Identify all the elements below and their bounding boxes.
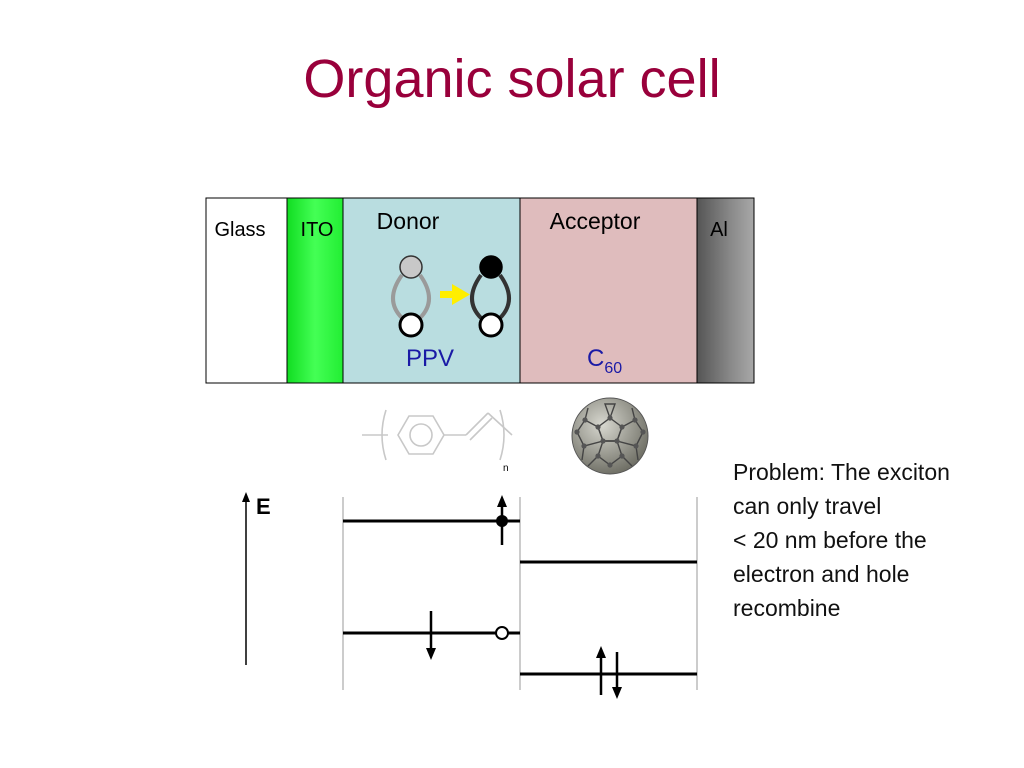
problem-line: < 20 nm before the [733, 527, 927, 553]
c60-label: C60 [587, 345, 622, 377]
acceptor-label: Acceptor [550, 208, 641, 234]
electron-down-spin-icon [426, 611, 436, 660]
ito-layer [286, 197, 344, 384]
energy-axis-label: E [256, 494, 271, 519]
slide-title: Organic solar cell [303, 49, 721, 109]
exciton-faded-icon [391, 255, 431, 338]
exciton-icon [470, 255, 511, 338]
c60-label-base: C [587, 345, 604, 372]
problem-line: can only travel [733, 493, 882, 519]
problem-line: Problem: The exciton [733, 459, 950, 485]
c60-molecule-icon [571, 397, 649, 475]
problem-statement: Problem: The exciton can only travel < 2… [733, 455, 1013, 625]
electron-up-spin-icon [496, 495, 508, 545]
electron-pair-icon [596, 646, 622, 699]
al-layer [696, 197, 755, 384]
ppv-repeat-label: n [503, 463, 509, 474]
hole-icon [495, 626, 509, 640]
exciton-motion-arrow-icon [440, 284, 470, 305]
glass-label: Glass [214, 219, 265, 241]
problem-line: recombine [733, 595, 841, 621]
al-label: Al [710, 219, 728, 241]
device-stack [205, 197, 755, 384]
donor-layer [342, 197, 521, 384]
donor-label: Donor [377, 208, 440, 234]
ito-label: ITO [301, 219, 334, 241]
ppv-structure-icon [362, 409, 513, 461]
energy-level-diagram [342, 495, 698, 699]
c60-label-subscript: 60 [604, 360, 622, 377]
ppv-label: PPV [406, 345, 454, 372]
glass-layer [205, 197, 288, 384]
problem-line: electron and hole [733, 561, 910, 587]
acceptor-layer [519, 197, 698, 384]
energy-axis [242, 492, 250, 665]
